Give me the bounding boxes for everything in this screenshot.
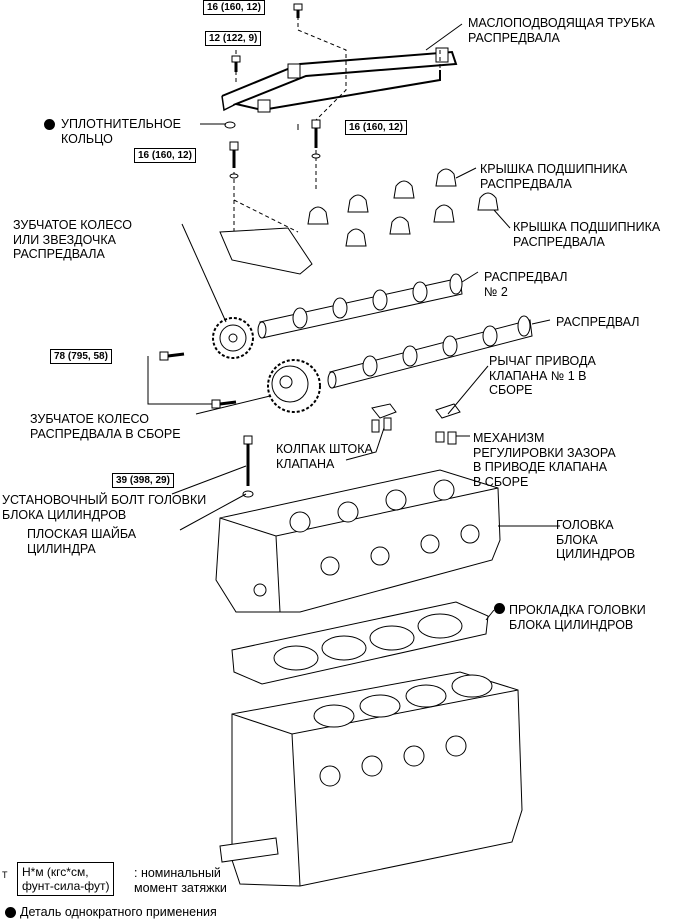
label-bearing-cap-1: КРЫШКА ПОДШИПНИКА РАСПРЕДВАЛА <box>480 162 628 191</box>
label-head-gasket: ПРОКЛАДКА ГОЛОВКИ БЛОКА ЦИЛИНДРОВ <box>509 603 646 632</box>
legend-unit-box: Н*м (кгс*см, фунт-сила-фут) <box>17 862 115 896</box>
torque-box-2: 12 (122, 9) <box>205 31 262 46</box>
camshaft-no2-part <box>257 273 463 339</box>
bolt-middle <box>311 119 321 159</box>
cylinder-head-bolt-part <box>242 435 254 498</box>
timing-gear-part <box>267 359 321 413</box>
oil-delivery-tube <box>221 47 458 113</box>
label-plain-washer: ПЛОСКАЯ ШАЙБА ЦИЛИНДРА <box>27 527 137 556</box>
torque-box-3: 16 (160, 12) <box>345 120 407 135</box>
camshaft-bearing-caps <box>307 168 499 247</box>
torque-box-1: 16 (160, 12) <box>203 0 265 15</box>
camshaft-part <box>327 315 533 389</box>
label-valve-stem-cap: КОЛПАК ШТОКА КЛАПАНА <box>276 442 373 471</box>
corner-mark: T <box>2 870 8 880</box>
non-reusable-dot-gasket <box>494 603 505 614</box>
torque-box-4: 16 (160, 12) <box>134 148 196 163</box>
label-o-ring: УПЛОТНИТЕЛЬНОЕ КОЛЬЦО <box>61 117 181 146</box>
label-oil-tube: МАСЛОПОДВОДЯЩАЯ ТРУБКА РАСПРЕДВАЛА <box>468 16 655 45</box>
o-ring-part <box>224 121 236 129</box>
cylinder-head-part <box>215 469 501 613</box>
label-bearing-cap-2: КРЫШКА ПОДШИПНИКА РАСПРЕДВАЛА <box>513 220 661 249</box>
cylinder-block-part <box>219 671 523 887</box>
label-camshaft-2: РАСПРЕДВАЛ № 2 <box>484 270 568 299</box>
camshaft-sprocket-part <box>212 317 254 359</box>
label-sprocket: ЗУБЧАТОЕ КОЛЕСО ИЛИ ЗВЕЗДОЧКА РАСПРЕДВАЛ… <box>13 218 133 261</box>
sprocket-bolts <box>147 351 237 409</box>
torque-box-6: 39 (398, 29) <box>112 473 174 488</box>
label-cylinder-head: ГОЛОВКА БЛОКА ЦИЛИНДРОВ <box>556 518 636 561</box>
non-reusable-dot-o-ring <box>44 119 55 130</box>
rocker-arm-parts <box>371 403 461 445</box>
label-lash-adjuster: МЕХАНИЗМ РЕГУЛИРОВКИ ЗАЗОРА В ПРИВОДЕ КЛ… <box>473 431 616 489</box>
bolt-upper-left <box>231 55 241 72</box>
label-rocker-arm: РЫЧАГ ПРИВОДА КЛАПАНА № 1 В СБОРЕ <box>489 354 596 397</box>
legend-non-reusable: Деталь однократного применения <box>20 905 217 919</box>
legend-unit-desc: : номинальный момент затяжки <box>134 866 227 895</box>
label-head-bolt: УСТАНОВОЧНЫЙ БОЛТ ГОЛОВКИ БЛОКА ЦИЛИНДРО… <box>2 493 207 522</box>
leader-lines <box>171 23 560 621</box>
label-timing-gear: ЗУБЧАТОЕ КОЛЕСО РАСПРЕДВАЛА В СБОРЕ <box>30 412 181 441</box>
torque-box-5: 78 (795, 58) <box>50 349 112 364</box>
bolt-top <box>293 3 303 18</box>
legend-non-reusable-dot <box>5 907 16 918</box>
head-gasket-part <box>231 601 489 685</box>
label-camshaft: РАСПРЕДВАЛ <box>556 315 640 329</box>
front-bearing-housing <box>219 227 313 275</box>
bolt-left <box>229 141 239 179</box>
